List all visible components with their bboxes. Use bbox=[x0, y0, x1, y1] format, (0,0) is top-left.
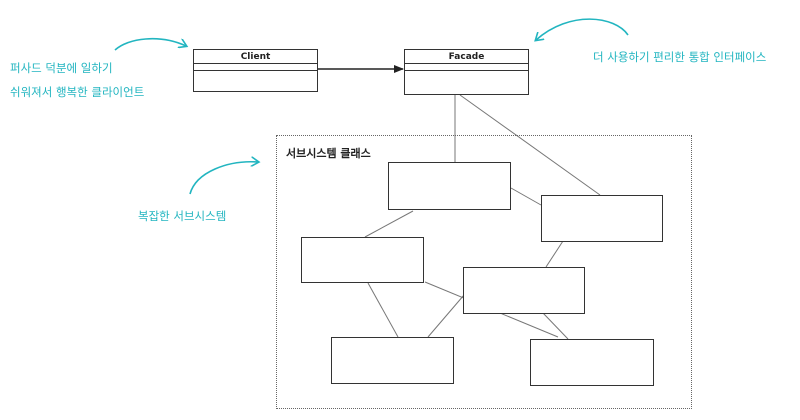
subsystem-note-arrow bbox=[189, 162, 258, 195]
subsystem-class-4 bbox=[463, 267, 585, 314]
client-class: Client bbox=[193, 49, 318, 92]
subsystem-link-5 bbox=[367, 282, 399, 338]
facade-note: 더 사용하기 편리한 통합 인터페이스 bbox=[593, 50, 767, 64]
client-class-title: Client bbox=[194, 50, 317, 64]
client-note: 퍼사드 덕분에 일하기 쉬워져서 행복한 클라이언트 bbox=[10, 56, 144, 104]
facade-note-arrow bbox=[536, 18, 629, 40]
subsystem-title: 서브시스템 클래스 bbox=[286, 147, 371, 160]
facade-class-title: Facade bbox=[405, 50, 528, 64]
subsystem-class-3 bbox=[301, 237, 424, 283]
facade-class: Facade bbox=[404, 49, 529, 95]
facade-class-divider bbox=[405, 70, 528, 71]
subsystem-class-2 bbox=[541, 195, 663, 242]
subsystem-note: 복잡한 서브시스템 bbox=[138, 209, 227, 223]
subsystem-link-2 bbox=[510, 187, 542, 206]
subsystem-class-1 bbox=[388, 162, 511, 210]
subsystem-class-5 bbox=[331, 337, 454, 384]
subsystem-link-3 bbox=[545, 240, 564, 268]
client-class-divider bbox=[194, 70, 317, 71]
client-note-line1: 퍼사드 덕분에 일하기 bbox=[10, 61, 113, 75]
facade-link-right bbox=[459, 94, 601, 196]
subsystem-frame bbox=[276, 135, 692, 409]
subsystem-link-1 bbox=[364, 210, 414, 238]
client-note-arrow bbox=[114, 37, 186, 51]
subsystem-link-7 bbox=[542, 312, 569, 340]
client-note-line2: 쉬워져서 행복한 클라이언트 bbox=[10, 85, 145, 99]
subsystem-class-6 bbox=[530, 339, 654, 386]
